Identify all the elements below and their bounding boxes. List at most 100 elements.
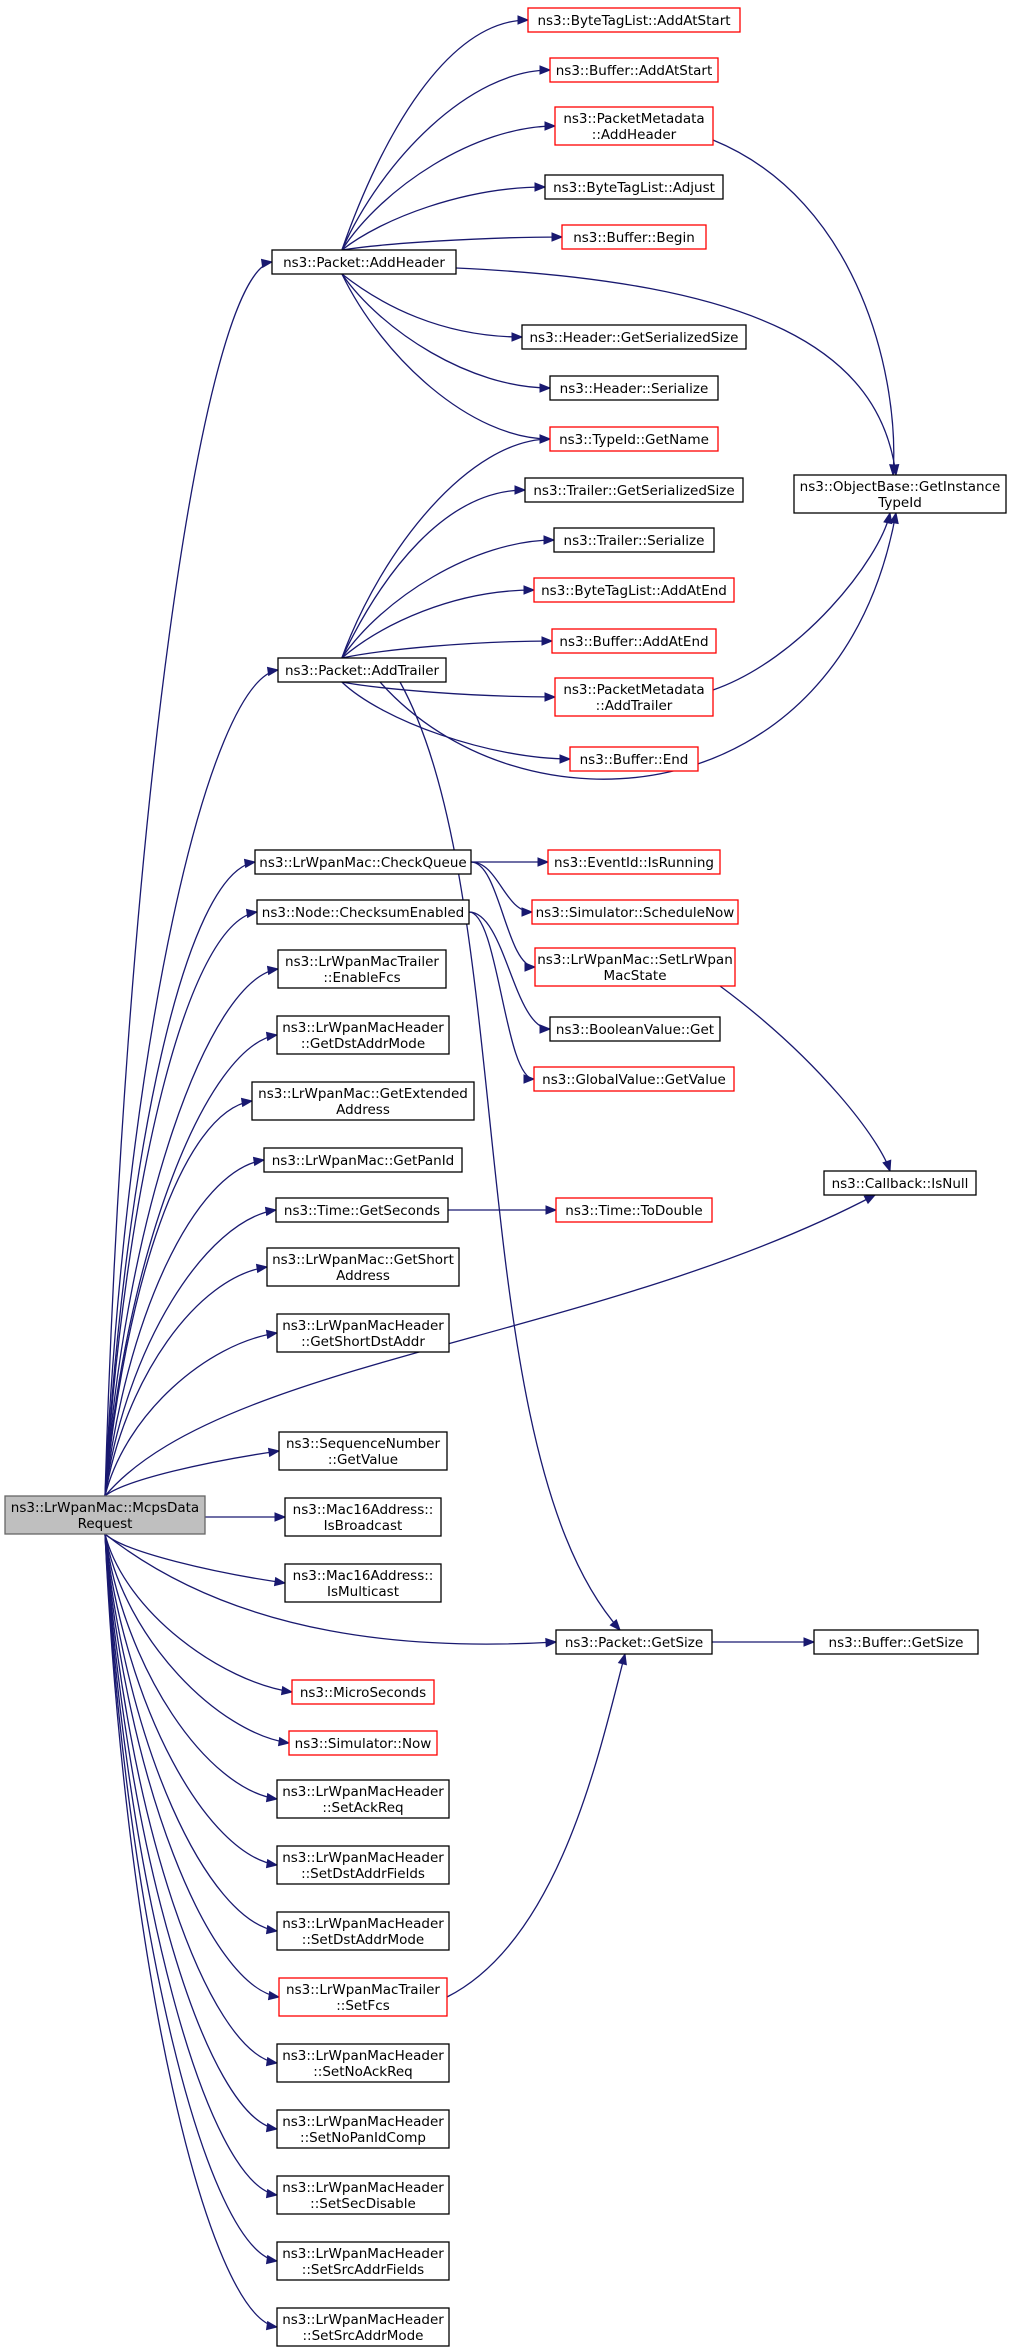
node-pm-addtrailer[interactable]: ns3::PacketMetadata::AddTrailer [554,677,714,717]
node-trl-serialize[interactable]: ns3::Trailer::Serialize [553,527,715,553]
node-typeid-getname[interactable]: ns3::TypeId::GetName [549,426,719,452]
node-mac-getpanid[interactable]: ns3::LrWpanMac::GetPanId [263,1147,463,1173]
node-hdr-setsecdisable[interactable]: ns3::LrWpanMacHeader::SetSecDisable [276,2175,450,2215]
node-label: ns3::Mac16Address:: [293,1568,434,1584]
node-packet-getsize[interactable]: ns3::Packet::GetSize [555,1629,713,1655]
arrow-head-icon [524,962,537,972]
arrow-head-icon [273,1576,287,1587]
node-callback-isnull[interactable]: ns3::Callback::IsNull [823,1170,977,1196]
edge-line [104,968,279,1497]
node-label: ns3::BooleanValue::Get [556,1022,714,1038]
edge-line [104,1533,278,2328]
node-box [276,2241,450,2281]
node-buf-addatstart[interactable]: ns3::Buffer::AddAtStart [549,57,719,83]
node-hdr-setnoackreq[interactable]: ns3::LrWpanMacHeader::SetNoAckReq [276,2043,450,2083]
node-label: ns3::Packet::AddTrailer [285,663,440,679]
node-eventid-isrunning[interactable]: ns3::EventId::IsRunning [547,849,721,875]
edge-line [341,273,551,440]
node-microseconds[interactable]: ns3::MicroSeconds [291,1679,435,1705]
node-time-getseconds[interactable]: ns3::Time::GetSeconds [275,1197,449,1223]
node-label: ns3::LrWpanMac::CheckQueue [259,855,466,871]
node-hdr-setsrcaddrfields[interactable]: ns3::LrWpanMacHeader::SetSrcAddrFields [276,2241,450,2281]
node-mac16-ismulticast[interactable]: ns3::Mac16Address::IsMulticast [284,1563,442,1603]
node-sim-now[interactable]: ns3::Simulator::Now [288,1730,438,1756]
node-label: ns3::LrWpanMacTrailer [285,954,439,970]
arrow-head-icon [539,65,552,75]
arrow-head-icon [266,965,280,976]
node-globalval-getvalue[interactable]: ns3::GlobalValue::GetValue [533,1066,735,1092]
edge-mcps-to-trl-enablefcs [104,965,280,1497]
node-btl-addatstart[interactable]: ns3::ByteTagList::AddAtStart [527,7,741,33]
node-box [554,677,714,717]
arrow-head-icon [265,2122,279,2133]
node-hdr-getshortdstaddr[interactable]: ns3::LrWpanMacHeader::GetShortDstAddr [276,1313,450,1353]
node-seqnum-getvalue[interactable]: ns3::SequenceNumber::GetValue [278,1431,448,1471]
arrow-head-icon [543,535,556,545]
edge-mcps-to-hdr-setnoackreq [104,1533,279,2067]
node-checkqueue[interactable]: ns3::LrWpanMac::CheckQueue [254,849,472,875]
node-label: ns3::LrWpanMacHeader [282,1850,444,1866]
node-label: ns3::Trailer::Serialize [564,533,705,549]
node-boolval-get[interactable]: ns3::BooleanValue::Get [549,1016,721,1042]
node-label: ::SetNoPanIdComp [300,2130,426,2146]
node-checksumenabled[interactable]: ns3::Node::ChecksumEnabled [256,899,470,925]
node-hdr-setnopanidcomp[interactable]: ns3::LrWpanMacHeader::SetNoPanIdComp [276,2109,450,2149]
edge-addtrailer-to-packet-getsize [399,681,621,1632]
node-hdr-getsersize[interactable]: ns3::Header::GetSerializedSize [521,324,747,350]
edge-addtrailer-to-objbase-getinst [379,511,899,780]
arrow-head-icon [539,383,552,393]
arrow-head-icon [523,585,536,595]
node-btl-adjust[interactable]: ns3::ByteTagList::Adjust [544,174,724,200]
node-box [276,1845,450,1885]
node-label: ::GetDstAddrMode [301,1036,425,1052]
edge-line [341,19,529,251]
edge-mcps-to-hdr-setackreq [104,1533,279,1803]
node-trl-getsersize[interactable]: ns3::Trailer::GetSerializedSize [524,477,744,503]
edge-pm-addheader-to-objbase-getinst [712,139,899,477]
edge-mcps-to-hdr-setsecdisable [104,1533,279,2199]
node-sim-schedulenow[interactable]: ns3::Simulator::ScheduleNow [531,899,739,925]
node-buffer-getsize[interactable]: ns3::Buffer::GetSize [813,1629,979,1655]
edge-line [104,1266,268,1497]
node-hdr-serialize[interactable]: ns3::Header::Serialize [549,375,719,401]
node-time-todouble[interactable]: ns3::Time::ToDouble [555,1197,713,1223]
node-label: ns3::LrWpanMacHeader [282,2180,444,2196]
node-hdr-setdstaddrfields[interactable]: ns3::LrWpanMacHeader::SetDstAddrFields [276,1845,450,1885]
node-box [549,1016,721,1042]
node-label: IsMulticast [327,1584,399,1600]
node-trl-enablefcs[interactable]: ns3::LrWpanMacTrailer::EnableFcs [277,949,447,989]
node-mac16-isbroadcast[interactable]: ns3::Mac16Address::IsBroadcast [284,1497,442,1537]
node-hdr-setsrcaddrmode[interactable]: ns3::LrWpanMacHeader::SetSrcAddrMode [276,2307,450,2347]
arrow-head-icon [265,1924,279,1935]
node-trl-setfcs[interactable]: ns3::LrWpanMacTrailer::SetFcs [278,1977,448,2017]
node-btl-addatend[interactable]: ns3::ByteTagList::AddAtEnd [533,577,735,603]
node-label: ns3::Simulator::ScheduleNow [536,905,735,921]
node-box [527,7,741,33]
node-addheader[interactable]: ns3::Packet::AddHeader [271,249,457,275]
node-addtrailer[interactable]: ns3::Packet::AddTrailer [277,657,447,683]
node-buf-end[interactable]: ns3::Buffer::End [569,746,699,772]
node-box [276,2307,450,2347]
edge-addtrailer-to-trl-serialize [341,535,556,659]
node-pm-addheader[interactable]: ns3::PacketMetadata::AddHeader [554,106,714,146]
node-hdr-setackreq[interactable]: ns3::LrWpanMacHeader::SetAckReq [276,1779,450,1819]
node-box [276,2043,450,2083]
node-box [524,477,744,503]
node-label: ns3::Simulator::Now [295,1736,432,1752]
node-hdr-getdstaddrmode[interactable]: ns3::LrWpanMacHeader::GetDstAddrMode [276,1015,450,1055]
node-hdr-setdstaddrmode[interactable]: ns3::LrWpanMacHeader::SetDstAddrMode [276,1911,450,1951]
node-buf-begin[interactable]: ns3::Buffer::Begin [561,224,707,250]
edge-checkqueue-to-sim-schedulenow [470,861,534,917]
node-box [271,249,457,275]
node-box [549,426,719,452]
edge-mcps-to-mac-getshortaddr [104,1263,269,1497]
node-label: ::SetSecDisable [310,2196,416,2212]
node-box [254,849,472,875]
node-label: ns3::Trailer::GetSerializedSize [533,483,734,499]
node-buf-addatend[interactable]: ns3::Buffer::AddAtEnd [551,628,717,654]
